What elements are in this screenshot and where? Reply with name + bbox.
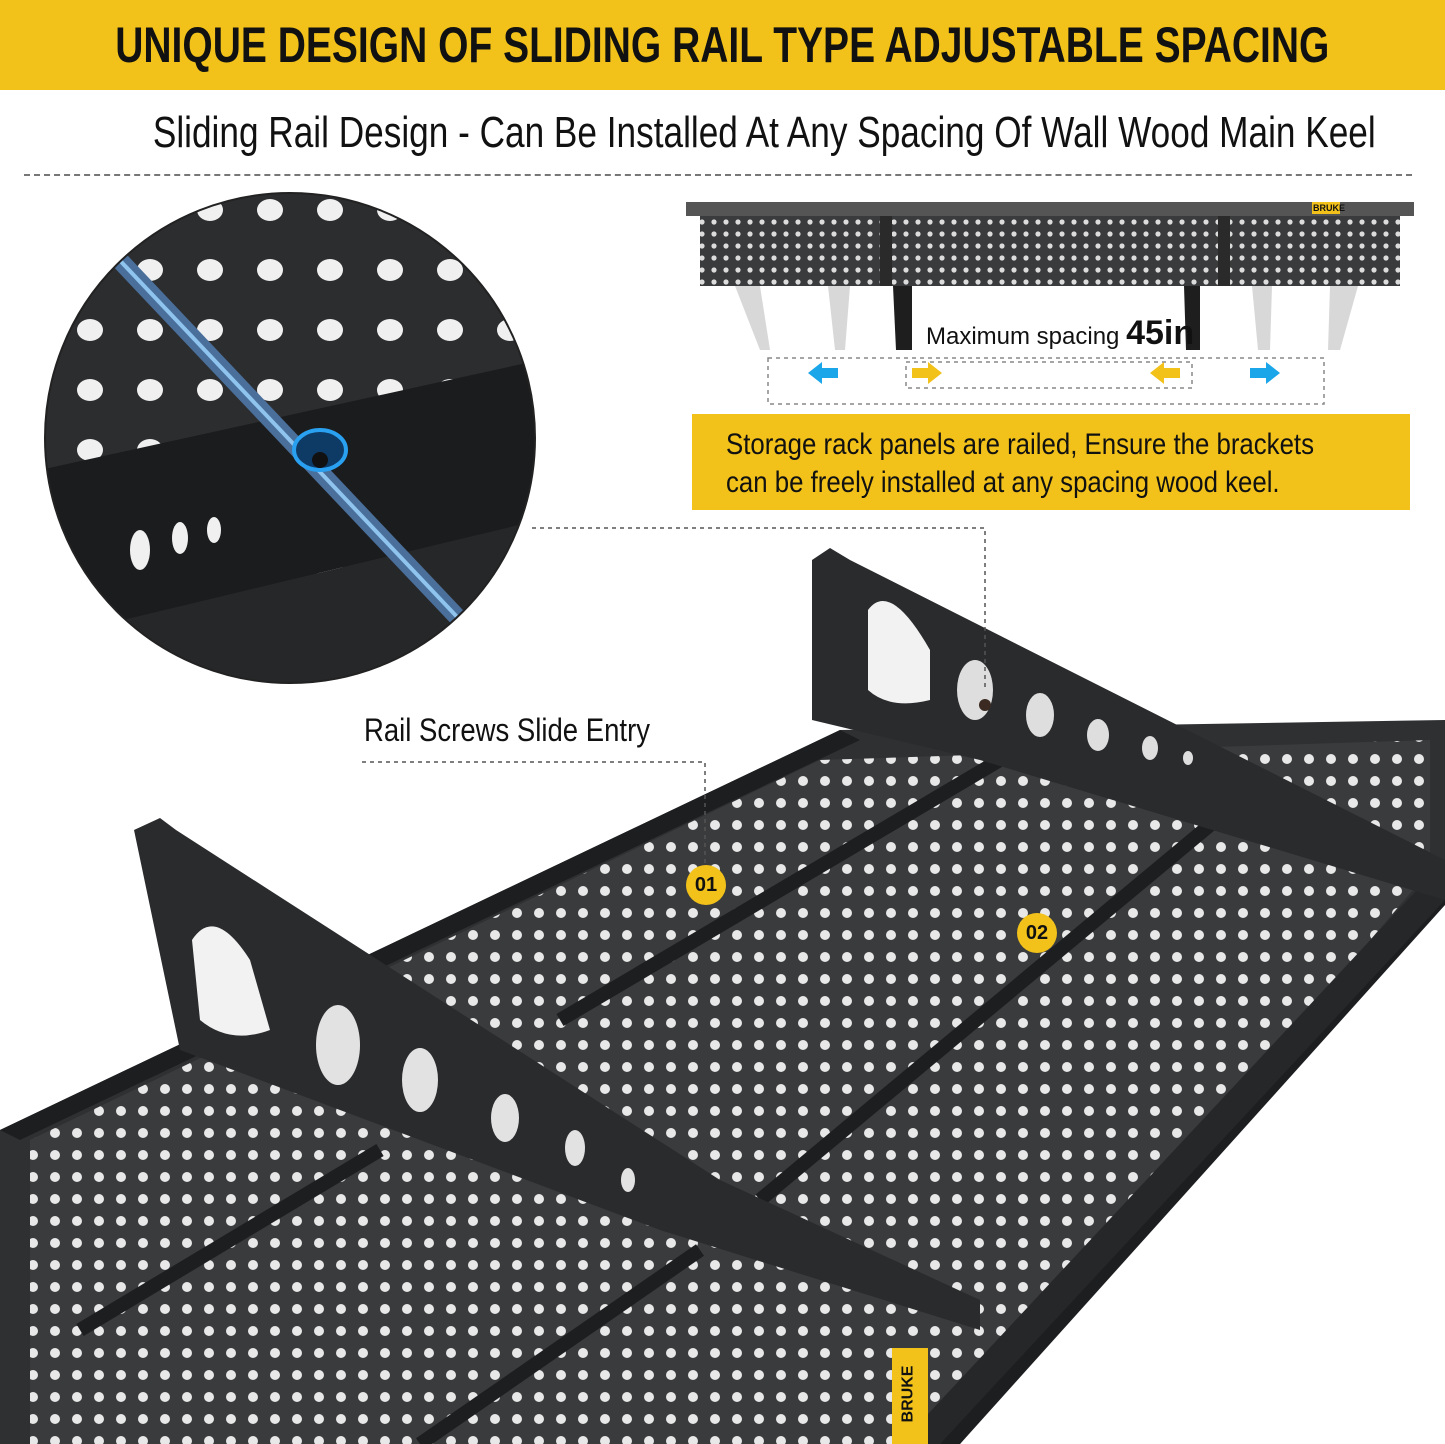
callout-text: Storage rack panels are railed, Ensure t… bbox=[726, 426, 1406, 502]
callout-box: Storage rack panels are railed, Ensure t… bbox=[692, 414, 1410, 510]
arrow-right-yellow-icon bbox=[912, 362, 942, 384]
arrow-left-yellow-icon bbox=[1150, 362, 1180, 384]
badge-01: 01 bbox=[686, 865, 726, 905]
header-banner: UNIQUE DESIGN OF SLIDING RAIL TYPE ADJUS… bbox=[0, 0, 1445, 90]
rail-screws-label: Rail Screws Slide Entry bbox=[364, 712, 697, 749]
thumbnail-brand: BRUKE bbox=[1313, 203, 1346, 213]
main-shelf bbox=[0, 548, 1445, 1444]
shelf-thumbnail bbox=[686, 202, 1414, 405]
leader-line-zoom bbox=[532, 527, 986, 690]
callout-line-2: can be freely installed at any spacing w… bbox=[726, 466, 1280, 499]
arrow-left-blue-icon bbox=[808, 362, 838, 384]
max-spacing-label: Maximum spacing 45in bbox=[926, 314, 1194, 353]
callout-line-1: Storage rack panels are railed, Ensure t… bbox=[726, 428, 1314, 461]
rail-screws-text: Rail Screws Slide Entry bbox=[364, 712, 650, 748]
shelf-brand: BRUKE bbox=[899, 1365, 917, 1423]
zoom-detail bbox=[44, 192, 536, 684]
leader-line-rail bbox=[362, 761, 706, 868]
max-spacing-value: 45in bbox=[1126, 314, 1195, 352]
max-spacing-prefix: Maximum spacing bbox=[926, 323, 1120, 350]
brand-tag bbox=[892, 1348, 928, 1444]
dashed-divider bbox=[24, 174, 1412, 176]
banner-title: UNIQUE DESIGN OF SLIDING RAIL TYPE ADJUS… bbox=[115, 17, 1330, 73]
subtitle-text: Sliding Rail Design - Can Be Installed A… bbox=[152, 108, 1376, 157]
arrow-right-blue-icon bbox=[1250, 362, 1280, 384]
badge-02: 02 bbox=[1017, 913, 1057, 953]
subtitle: Sliding Rail Design - Can Be Installed A… bbox=[0, 100, 1445, 166]
